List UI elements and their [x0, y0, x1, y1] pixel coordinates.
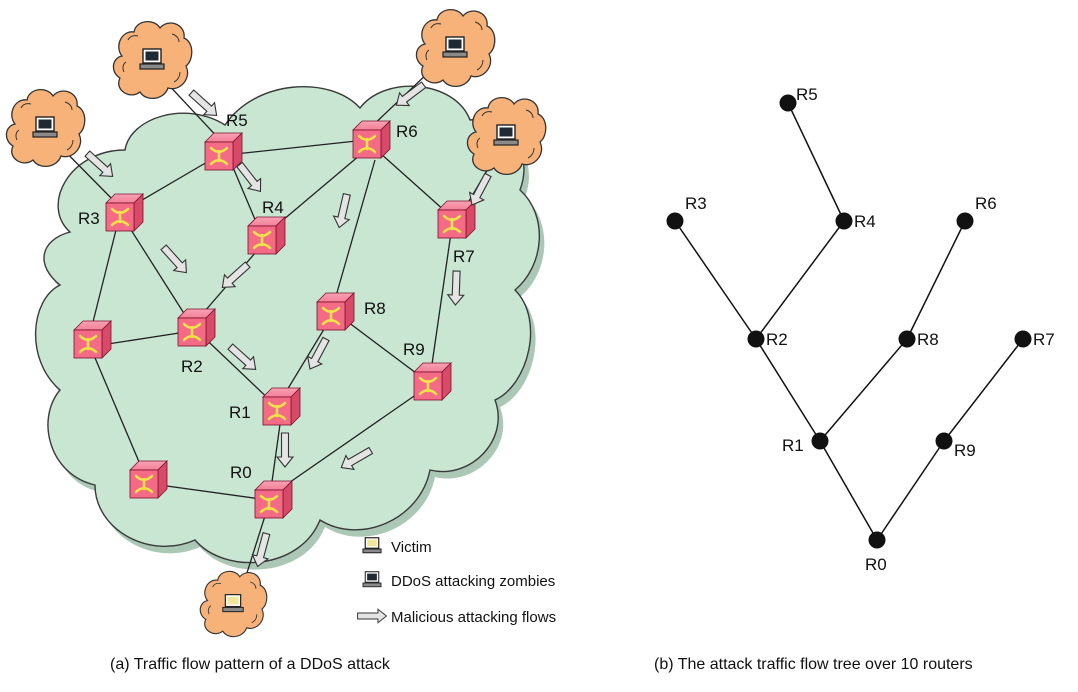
tree-node-r0	[868, 531, 886, 549]
router-label-r6: R6	[396, 122, 418, 141]
panel-a: R5 R6 R4 R3 R7 R8 R2 R9 R1 R0	[5, 8, 556, 638]
tree-edge-r1-r0	[819, 440, 878, 541]
tree-edge-r3-r2	[674, 220, 757, 340]
tree-node-r6	[956, 212, 974, 230]
router-r5	[203, 131, 244, 172]
legend-flow-icon	[357, 608, 387, 624]
tree-node-r1	[811, 432, 829, 450]
router-r2	[176, 307, 217, 348]
tree-edge-r6-r8	[906, 220, 966, 340]
zombie-computer-icon	[32, 116, 58, 138]
tree-node-label-r1: R1	[782, 436, 804, 455]
zombie-cloud-top-left	[112, 20, 193, 100]
router-unlabeled-bottom	[128, 459, 169, 500]
router-r0	[253, 479, 294, 520]
router-label-r9: R9	[403, 340, 425, 359]
tree-node-r5	[779, 94, 797, 112]
tree-edge-r8-r1	[819, 338, 908, 442]
caption-panel-b: (b) The attack traffic flow tree over 10…	[654, 656, 973, 673]
zombie-cloud-left	[5, 88, 86, 168]
legend: Victim DDoS attacking zombies Malicious …	[357, 537, 556, 626]
network-cloud	[34, 85, 540, 564]
tree-edge-r7-r9	[943, 338, 1024, 442]
legend-zombie-label: DDoS attacking zombies	[391, 573, 555, 590]
tree-node-label-r2: R2	[766, 330, 788, 349]
router-r1	[261, 386, 302, 427]
tree-node-label-r8: R8	[917, 330, 939, 349]
legend-flow-label: Malicious attacking flows	[391, 609, 556, 626]
router-label-r4: R4	[262, 198, 284, 217]
legend-victim-icon	[362, 537, 382, 554]
tree-node-r4	[835, 212, 853, 230]
tree-node-label-r9: R9	[954, 441, 976, 460]
zombie-cloud-top-right	[415, 8, 496, 88]
router-label-r5: R5	[226, 111, 248, 130]
router-r8	[315, 291, 356, 332]
tree-node-r9	[935, 432, 953, 450]
zombie-cloud-right	[466, 96, 547, 176]
router-label-r7: R7	[453, 247, 475, 266]
tree-node-label-r4: R4	[854, 212, 876, 231]
router-unlabeled-left	[72, 319, 113, 360]
tree-node-label-r7: R7	[1033, 330, 1055, 349]
tree-node-label-r0: R0	[865, 555, 887, 574]
tree-edges	[674, 102, 1024, 541]
victim-cloud	[199, 570, 268, 638]
legend-victim-label: Victim	[391, 539, 432, 556]
router-label-r8: R8	[364, 299, 386, 318]
tree-node-r7	[1014, 330, 1032, 348]
tree-edge-r4-r2	[755, 220, 845, 340]
router-r6	[351, 119, 392, 160]
tree-edge-r2-r1	[755, 338, 821, 442]
tree-node-label-r5: R5	[796, 85, 818, 104]
tree-node-label-r6: R6	[975, 194, 997, 213]
router-r9	[412, 361, 453, 402]
tree-node-r8	[898, 330, 916, 348]
tree-edge-r9-r0	[876, 440, 945, 541]
router-label-r3: R3	[78, 209, 100, 228]
router-label-r0: R0	[230, 463, 252, 482]
router-label-r1: R1	[229, 403, 251, 422]
legend-zombie-icon	[362, 571, 382, 588]
router-r4	[246, 215, 287, 256]
tree-edge-r5-r4	[787, 102, 845, 222]
router-r7	[436, 199, 477, 240]
caption-panel-a: (a) Traffic flow pattern of a DDoS attac…	[110, 656, 390, 673]
tree-node-r2	[747, 330, 765, 348]
tree-node-r3	[666, 212, 684, 230]
router-r3	[104, 192, 145, 233]
tree-node-label-r3: R3	[685, 194, 707, 213]
router-label-r2: R2	[181, 357, 203, 376]
